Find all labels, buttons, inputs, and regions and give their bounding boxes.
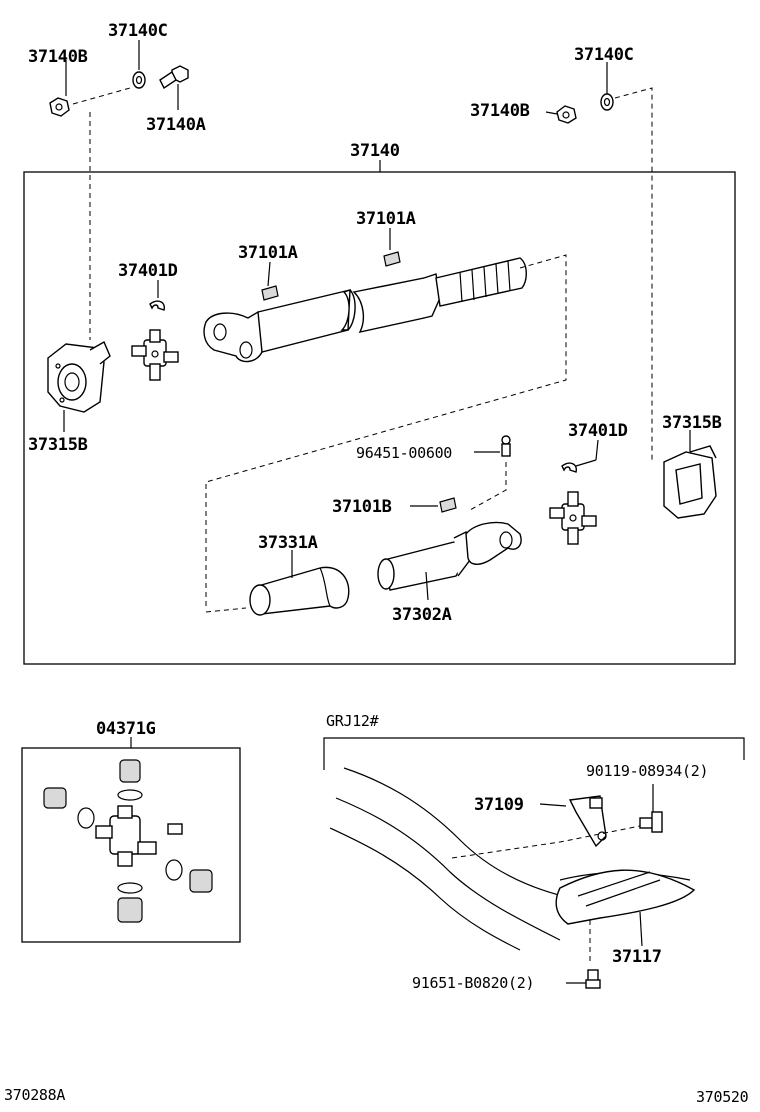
heat-insulator-37117 [555,869,696,925]
spider-kit-box [21,737,241,943]
label-37117: 37117 [612,947,662,967]
label-90119-08934: 90119-08934(2) [586,762,708,780]
label-grj12: GRJ12# [326,712,379,730]
label-04371g: 04371G [96,719,156,739]
label-37101b: 37101B [332,497,392,517]
label-37140c-right: 37140C [574,45,634,65]
label-91651-b0820: 91651-B0820(2) [412,974,534,992]
slip-yoke-shaft [377,521,522,591]
balance-weight-1 [261,285,279,301]
label-37401d-right: 37401D [568,421,628,441]
label-37315b-left: 37315B [28,435,88,455]
bolt-91651 [585,969,601,989]
shaft-tube-front [203,289,356,363]
label-96451-00600: 96451-00600 [356,444,452,462]
footer-left-code: 370288A [4,1086,65,1104]
bolt-90119 [639,811,663,833]
nut-37140b-left [49,97,70,117]
label-37401d-left: 37401D [118,261,178,281]
frame-crossmember [329,767,691,951]
snap-ring-right [561,462,577,473]
label-37140a: 37140A [146,115,206,135]
universal-joint-spider-right [549,491,597,545]
nut-37140b-right [556,105,577,124]
footer-right-code: 370520 [696,1088,749,1106]
grease-fitting [501,435,511,457]
balance-weight-2 [383,251,401,267]
label-37140b-right: 37140B [470,101,530,121]
universal-joint-spider-left [131,329,179,381]
washer-37140c-left [132,71,146,89]
balance-weight-slip-yoke [439,497,457,513]
spider-kit-parts [43,759,213,923]
label-37109: 37109 [474,795,524,815]
label-37331a: 37331A [258,533,318,553]
snap-ring-left [149,300,165,311]
shaft-assembly-box [23,160,736,665]
flange-yoke-right [663,445,717,519]
washer-37140c-right [600,93,614,111]
label-37140: 37140 [350,141,400,161]
flange-yoke-left [47,341,111,413]
label-37315b-right: 37315B [662,413,722,433]
shaft-tube-rear [352,257,527,333]
label-37101a-upper: 37101A [356,209,416,229]
label-37302a: 37302A [392,605,452,625]
label-37140c-left: 37140C [108,21,168,41]
label-37140b-left: 37140B [28,47,88,67]
bracket-37109 [568,795,607,848]
bolt-37140a [159,65,189,90]
dust-boot-sleeve [249,566,350,616]
label-37101a-lower: 37101A [238,243,298,263]
